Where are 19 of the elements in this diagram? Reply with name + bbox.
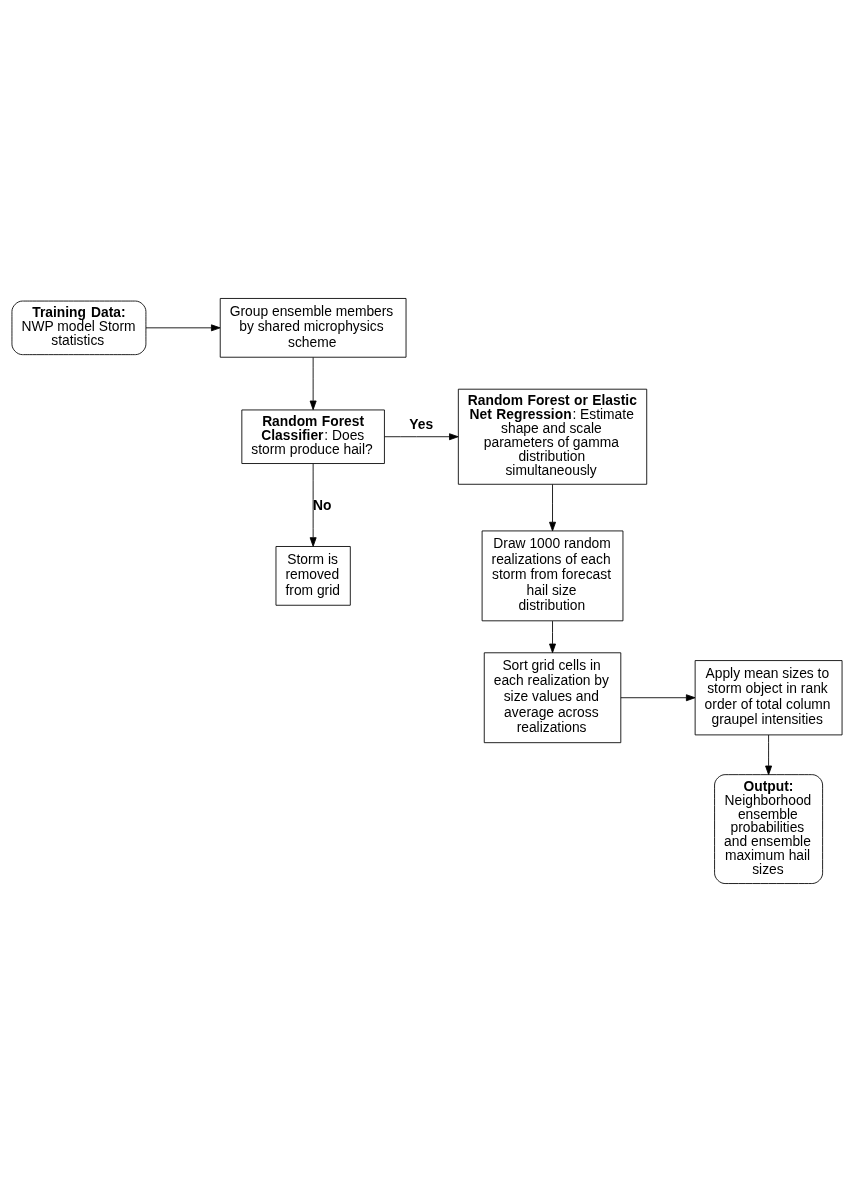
arrow	[384, 432, 459, 440]
node-box: Random Forest or Elastic Net Regression: Estimate shape and scale parameters of gamma distribution simultaneously	[457, 388, 648, 485]
edge-label: Yes	[409, 415, 434, 432]
arrow	[309, 356, 317, 410]
arrow	[765, 734, 773, 775]
node-box: Storm is removed from grid	[275, 545, 351, 606]
arrow	[549, 620, 556, 653]
arrow	[620, 693, 696, 701]
arrow	[549, 483, 556, 531]
arrow	[145, 323, 221, 331]
node-box: Random Forest Classifier: Does storm produce hail?	[241, 409, 385, 464]
node-box: Output: Neighborhood ensemble probabilities and ensemble maximum hail sizes	[714, 773, 824, 884]
arrow	[309, 462, 317, 547]
node-box: Sort grid cells in each realization by size values and average across realizations	[483, 651, 622, 743]
node-box: Training Data: NWP model Storm statistics	[11, 300, 147, 355]
node-box: Group ensemble members by shared microphysics scheme	[219, 297, 407, 358]
edge-label: No	[313, 496, 332, 513]
node-box: Draw 1000 random realizations of each storm from forecast hail size distribution	[481, 530, 624, 621]
node-box: Apply mean sizes to storm object in rank order of total column graupel intensities	[694, 659, 843, 735]
